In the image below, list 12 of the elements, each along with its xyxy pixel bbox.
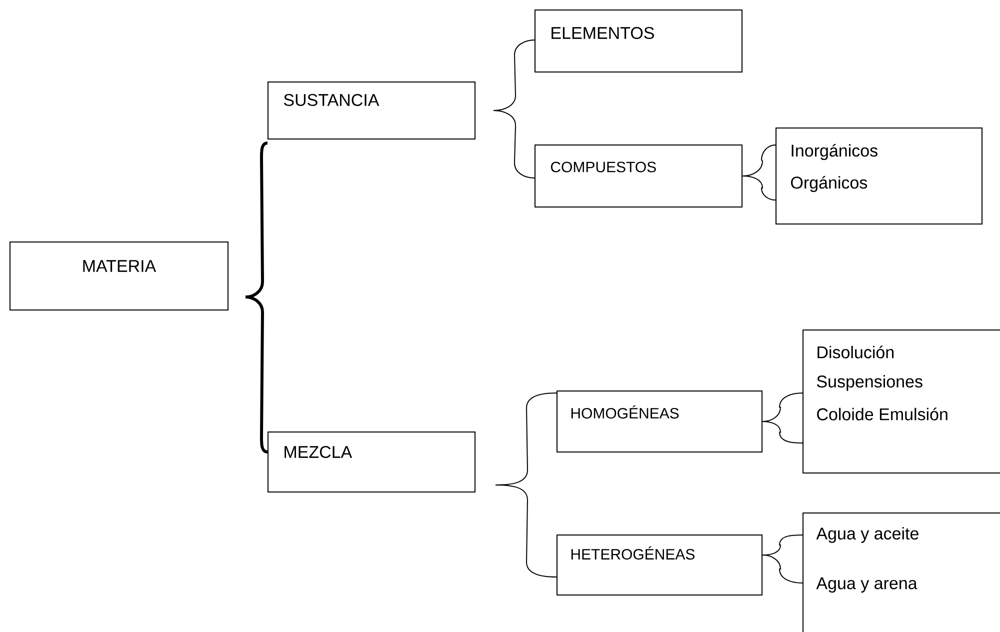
concept-box: MATERIA <box>10 242 228 310</box>
concept-box: SUSTANCIA <box>268 82 476 140</box>
concept-box: Agua y aceite Agua y arena <box>802 512 1000 632</box>
concept-box: HETEROGÉNEAS <box>556 534 762 596</box>
concept-box: MEZCLA <box>268 432 476 492</box>
concept-box: Disolución Suspensiones Coloide Emulsión <box>802 330 1000 474</box>
concept-box: COMPUESTOS <box>534 144 742 208</box>
concept-box: HOMOGÉNEAS <box>556 390 762 452</box>
brace <box>493 110 535 178</box>
concept-box: Inorgánicos Orgánicos <box>776 128 983 224</box>
brace <box>495 484 557 578</box>
concept-box: ELEMENTOS <box>534 10 742 72</box>
